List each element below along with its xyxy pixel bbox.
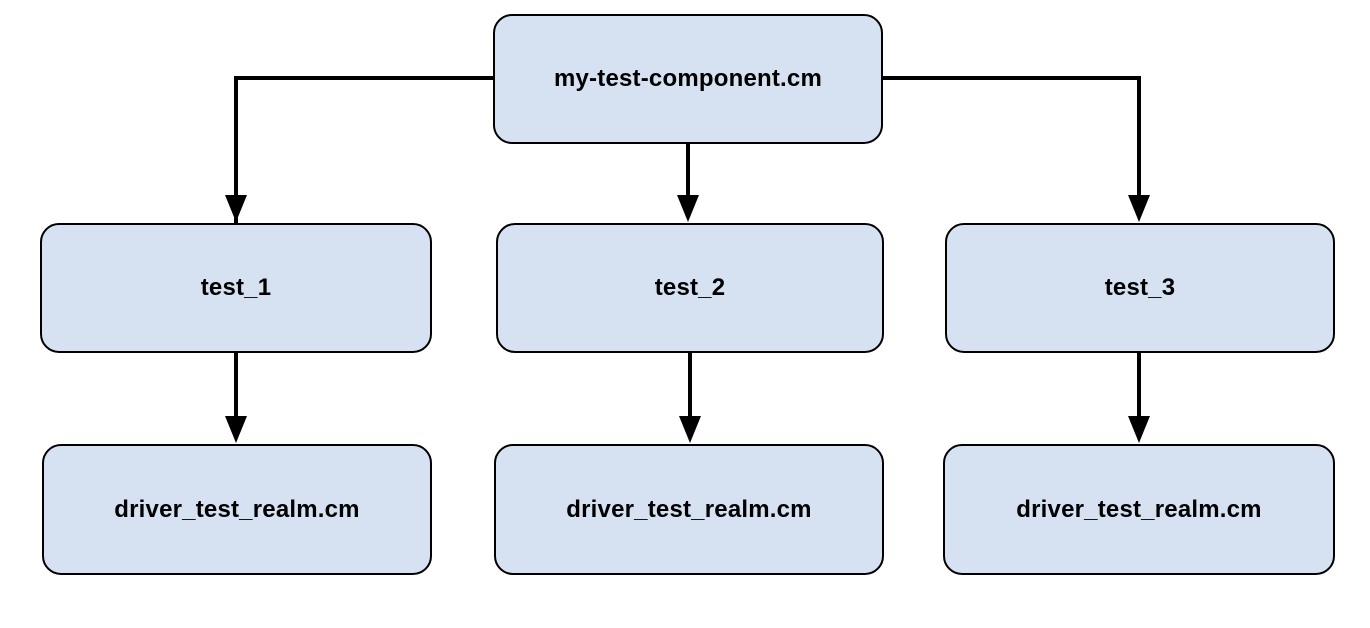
edge-test2-to-driver2	[679, 353, 701, 443]
node-test-2: test_2	[496, 223, 884, 353]
edge-root-to-test1-arrowhead	[225, 78, 247, 222]
node-root-component: my-test-component.cm	[493, 14, 883, 144]
node-driver-3-label: driver_test_realm.cm	[1016, 495, 1262, 523]
node-test-3-label: test_3	[1104, 274, 1176, 301]
edge-root-to-test2	[677, 144, 699, 222]
node-driver-test-realm-3: driver_test_realm.cm	[943, 444, 1335, 575]
edge-test3-to-driver3	[1128, 353, 1150, 443]
node-test-1-label: test_1	[200, 274, 272, 301]
node-driver-test-realm-1: driver_test_realm.cm	[42, 444, 432, 575]
node-test-2-label: test_2	[654, 274, 726, 301]
node-root-label: my-test-component.cm	[553, 65, 823, 92]
node-driver-1-label: driver_test_realm.cm	[114, 495, 360, 523]
node-driver-2-label: driver_test_realm.cm	[566, 495, 812, 523]
node-driver-test-realm-2: driver_test_realm.cm	[494, 444, 884, 575]
node-test-3: test_3	[945, 223, 1335, 353]
node-test-1: test_1	[40, 223, 432, 353]
edge-test1-to-driver1-redraw	[225, 353, 247, 443]
edge-root-to-test3	[883, 76, 1150, 222]
